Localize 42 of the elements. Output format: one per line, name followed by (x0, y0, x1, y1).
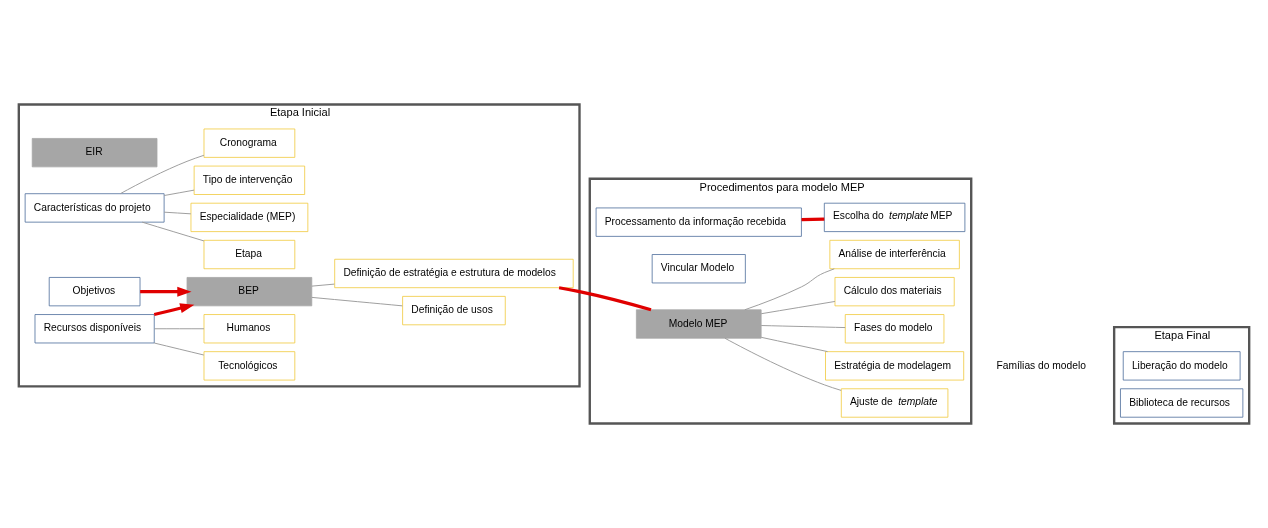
arrow (153, 303, 195, 317)
node-box: Cronograma (203, 128, 296, 158)
connector (744, 268, 835, 311)
label: Famílias do modelo (996, 359, 1086, 371)
node-box: EIR (31, 138, 158, 168)
connector (153, 328, 205, 330)
node-box: Modelo MEP (635, 309, 762, 339)
node-box: Tecnológicos (203, 351, 296, 381)
node-box: Liberação do modelo (1122, 351, 1241, 381)
connector (163, 189, 195, 196)
node-box: BEP (186, 277, 313, 307)
node-box: Cálculo dos materiais (834, 277, 955, 307)
node-box: Análise de interferência (829, 239, 960, 270)
node-box: Especialidade (MEP) (190, 202, 309, 232)
connector (141, 221, 205, 242)
arrow (140, 286, 192, 297)
connector (311, 296, 403, 307)
connector (163, 211, 192, 215)
node-box: Escolha do template MEP (823, 202, 966, 232)
connector (724, 337, 842, 391)
node-box: Ajuste de template (840, 388, 949, 418)
connector (760, 336, 828, 353)
node-box: Vincular Modelo (651, 254, 746, 284)
connector (760, 325, 846, 329)
connector (153, 342, 205, 356)
connector (558, 286, 652, 312)
node-box: Características do projeto (24, 193, 165, 223)
node-box: Biblioteca de recursos (1120, 388, 1244, 418)
node-box: Etapa (203, 239, 296, 270)
node-box: Fases do modelo (844, 314, 945, 344)
node-box: Estratégia de modelagem (825, 351, 965, 381)
node-box: Recursos disponíveis (34, 314, 155, 344)
node-box: Processamento da informação recebida (595, 207, 802, 237)
connector (760, 301, 836, 315)
node-box: Objetivos (48, 277, 141, 307)
node-box: Humanos (203, 314, 296, 344)
node-box: Definição de usos (402, 296, 506, 326)
connector (120, 154, 205, 195)
node-box: Definição de estratégia e estrutura de modelos (334, 258, 574, 289)
node-box: Tipo de intervenção (193, 165, 306, 195)
connector (311, 283, 335, 287)
connector (801, 217, 825, 222)
